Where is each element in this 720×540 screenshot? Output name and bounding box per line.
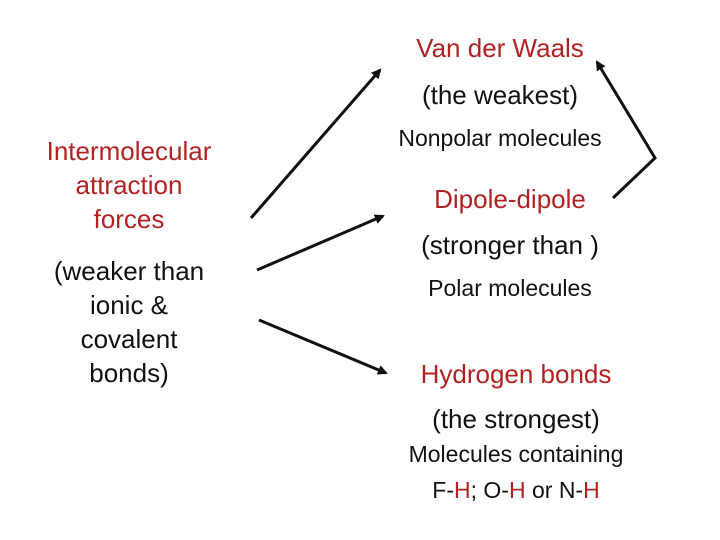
arrow-to-dipole-dipole bbox=[256, 214, 385, 272]
formula-part-h: H bbox=[454, 477, 471, 503]
arrow-to-van-der-waals bbox=[249, 68, 382, 219]
intermolecular-note: (weaker than ionic & covalent bonds) bbox=[20, 252, 238, 392]
formula-part-h: H bbox=[583, 477, 600, 503]
formula-part-h: H bbox=[508, 477, 526, 503]
hydrogen-bonds-rank: (the strongest) bbox=[432, 404, 600, 434]
note-line: (weaker than bbox=[53, 256, 205, 286]
dipole-dipole-rank: (stronger than ) bbox=[421, 230, 599, 260]
hydrogen-bonds-type-line2: F-H; O-H or N-H bbox=[376, 474, 656, 506]
van-der-waals-name: Van der Waals bbox=[416, 33, 584, 63]
strength-order-arrow bbox=[595, 60, 657, 200]
van-der-waals-type: Nonpolar molecules bbox=[398, 125, 602, 151]
arrow-to-hydrogen-bonds bbox=[258, 318, 388, 375]
title-line: Intermolecular bbox=[46, 136, 212, 166]
formula-part: F- bbox=[432, 477, 454, 503]
formula-part: or N- bbox=[525, 477, 584, 503]
hydrogen-bonds-type-line1: Molecules containing bbox=[408, 441, 624, 467]
note-line: ionic & bbox=[89, 290, 169, 320]
dipole-dipole-type: Polar molecules bbox=[428, 275, 592, 301]
intermolecular-title: Intermolecular attraction forces bbox=[20, 132, 238, 238]
title-line: attraction bbox=[75, 170, 183, 200]
hydrogen-bonds-name: Hydrogen bonds bbox=[420, 359, 612, 389]
formula-part: ; O- bbox=[470, 477, 509, 503]
van-der-waals-rank: (the weakest) bbox=[421, 80, 579, 110]
note-line: covalent bbox=[80, 324, 178, 354]
dipole-dipole-name: Dipole-dipole bbox=[434, 184, 586, 214]
note-line: bonds) bbox=[89, 358, 169, 388]
title-line: forces bbox=[93, 204, 165, 234]
